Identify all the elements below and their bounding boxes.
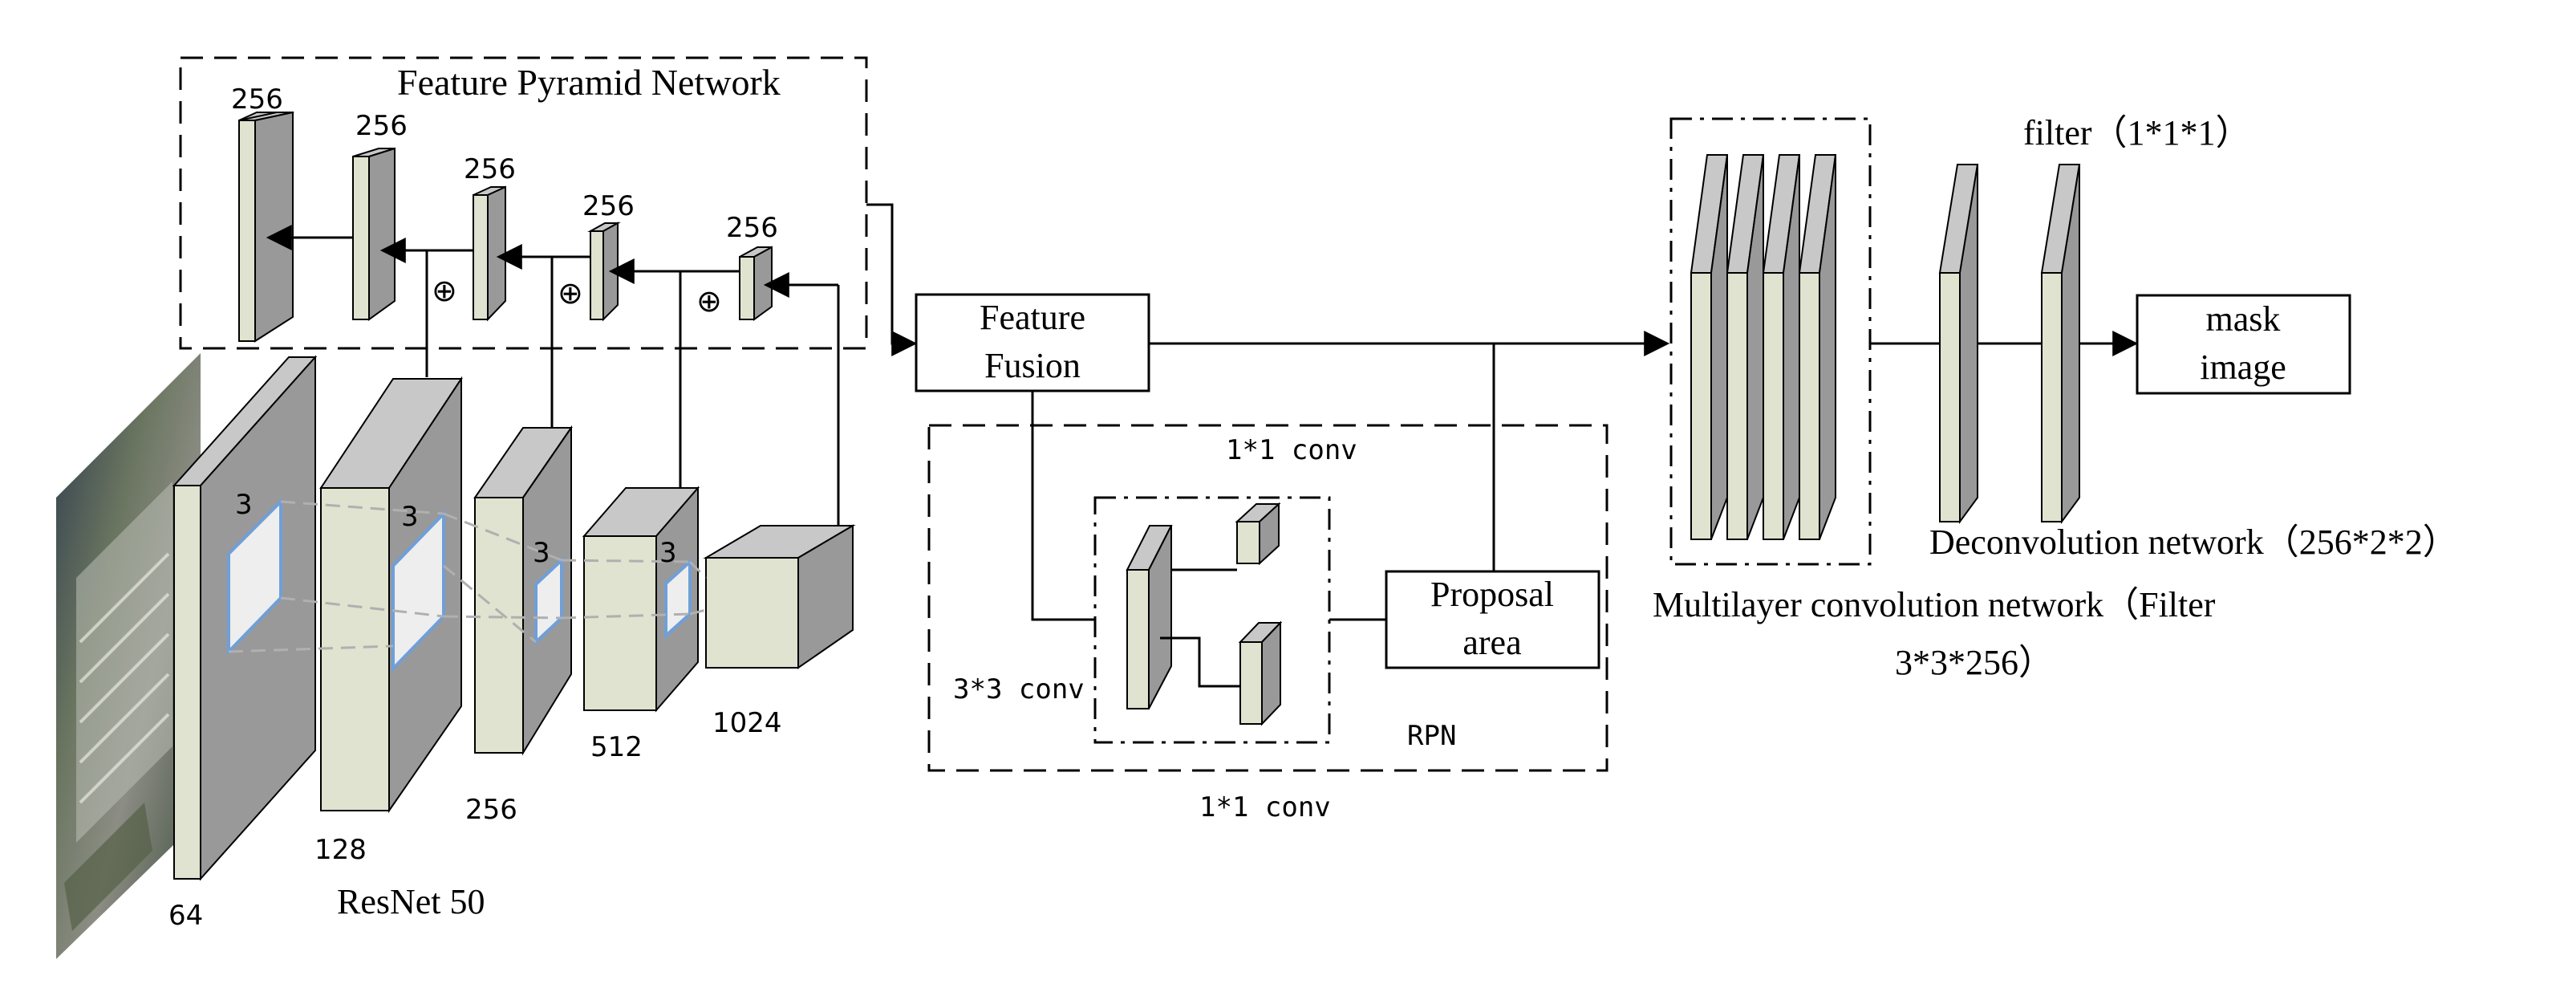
deconv-label: Deconvolution network（256*2*2）	[1929, 522, 2458, 562]
fpn-plate	[739, 246, 773, 321]
rpn-conv-left-label: 3*3 conv	[953, 673, 1085, 705]
mask-image-label: image	[2200, 348, 2286, 387]
proposal-area-label: area	[1462, 623, 1521, 662]
stage-label: 256	[465, 794, 517, 826]
rpn-plate	[1126, 525, 1173, 709]
kernel-label: 3	[659, 537, 677, 569]
feature-fusion-label: Fusion	[984, 346, 1081, 385]
kernel-label: 3	[533, 537, 550, 569]
fpn-plate	[352, 147, 396, 321]
rpn-plate	[1238, 620, 1283, 726]
mask-image-box: mask image	[2136, 294, 2351, 395]
stage-label: 512	[590, 731, 643, 763]
multilayer-label: Multilayer convolution network（Filter	[1653, 585, 2216, 624]
backbone-name: ResNet 50	[337, 882, 485, 921]
kernel-projections	[228, 500, 708, 653]
input-satellite-image	[56, 353, 201, 959]
fpn-channel-label: 256	[726, 212, 778, 244]
add-symbol: ⊕	[696, 283, 722, 319]
rpn-conv-top-label: 1*1 conv	[1226, 434, 1357, 466]
rpn-dashed-box	[927, 424, 1608, 772]
rpn-conv-bottom-label: 1*1 conv	[1199, 791, 1331, 823]
multilayer-label: 3*3*256）	[1895, 643, 2054, 682]
resnet-block	[703, 524, 856, 669]
fpn-plate	[473, 185, 506, 322]
kernel-label: 3	[235, 489, 253, 521]
fusion-to-rpn-line	[1031, 391, 1095, 621]
multilayer-plate	[1726, 154, 1765, 540]
add-symbol: ⊕	[558, 275, 583, 311]
fpn-channel-label: 256	[582, 190, 635, 222]
rpn-plate	[1235, 502, 1281, 566]
fpn-channel-label: 256	[355, 110, 408, 142]
resnet-block	[582, 486, 700, 713]
filter-label: filter（1*1*1）	[2023, 113, 2251, 152]
fpn-to-fusion-arrow	[866, 203, 918, 356]
proposal-area-box: Proposal area	[1385, 570, 1600, 669]
multilayer-plate	[1690, 154, 1729, 540]
filter-plate	[2040, 164, 2081, 525]
add-symbol: ⊕	[432, 273, 457, 308]
multilayer-plate	[1762, 154, 1801, 540]
proposal-area-label: Proposal	[1430, 575, 1554, 614]
mask-image-label: mask	[2206, 299, 2281, 339]
fpn-channel-label: 256	[231, 83, 283, 116]
stage-label: 64	[168, 900, 203, 932]
feature-fusion-label: Feature	[980, 298, 1085, 337]
multilayer-box	[1669, 117, 1872, 566]
kernel-label: 3	[401, 501, 419, 533]
multilayer-plate	[1798, 154, 1837, 540]
fpn-plate	[238, 111, 294, 343]
fpn-title: Feature Pyramid Network	[397, 62, 781, 103]
fpn-channel-label: 256	[464, 153, 516, 185]
stage-label: 128	[314, 834, 367, 866]
deconv-plate	[1938, 164, 1979, 525]
rpn-label: RPN	[1407, 720, 1456, 752]
stage-label: 1024	[712, 707, 782, 739]
rpn-connectors	[1160, 568, 1386, 688]
fpn-dashed-box	[179, 56, 868, 350]
feature-fusion-box: Feature Fusion	[915, 293, 1150, 392]
lateral-connections	[425, 250, 840, 534]
